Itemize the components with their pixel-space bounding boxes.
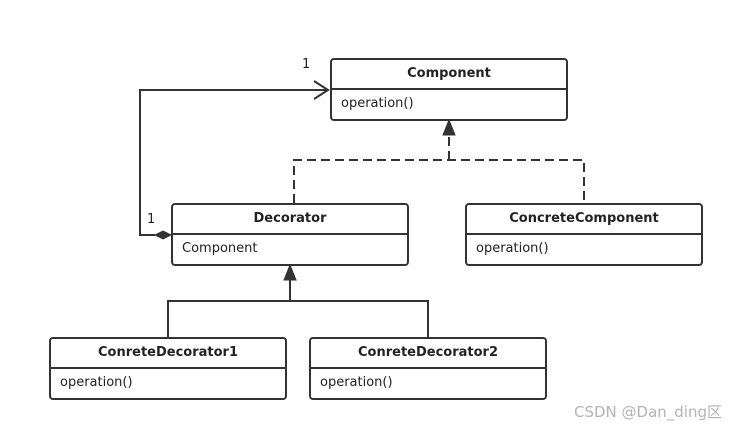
- generalization-arrowhead-icon: [283, 263, 297, 281]
- class-name: Component: [332, 60, 566, 90]
- aggregation-decorator-to-component: [139, 80, 330, 240]
- class-concrete-decorator-1[interactable]: ConreteDecorator1 operation(): [49, 337, 287, 400]
- generalization-to-decorator: [167, 263, 429, 337]
- aggregation-diamond-icon: [153, 230, 173, 240]
- realization-arrowhead-icon: [442, 118, 456, 136]
- class-operation: operation(): [341, 96, 414, 111]
- class-name: Decorator: [173, 205, 407, 235]
- class-name: ConreteDecorator1: [51, 339, 285, 369]
- class-concrete-component[interactable]: ConcreteComponent operation(): [465, 203, 703, 266]
- class-operation: operation(): [320, 375, 393, 390]
- class-attribute: Component: [182, 241, 258, 256]
- multiplicity-decorator-end: 1: [147, 212, 156, 227]
- class-component[interactable]: Component operation(): [330, 58, 568, 121]
- class-name: ConreteDecorator2: [311, 339, 545, 369]
- class-name: ConcreteComponent: [467, 205, 701, 235]
- class-operation: operation(): [60, 375, 133, 390]
- class-operation: operation(): [476, 241, 549, 256]
- class-concrete-decorator-2[interactable]: ConreteDecorator2 operation(): [309, 337, 547, 400]
- class-decorator[interactable]: Decorator Component: [171, 203, 409, 266]
- watermark: CSDN @Dan_ding区: [573, 403, 722, 421]
- realization-to-component: [293, 118, 585, 203]
- multiplicity-component-end: 1: [302, 57, 311, 72]
